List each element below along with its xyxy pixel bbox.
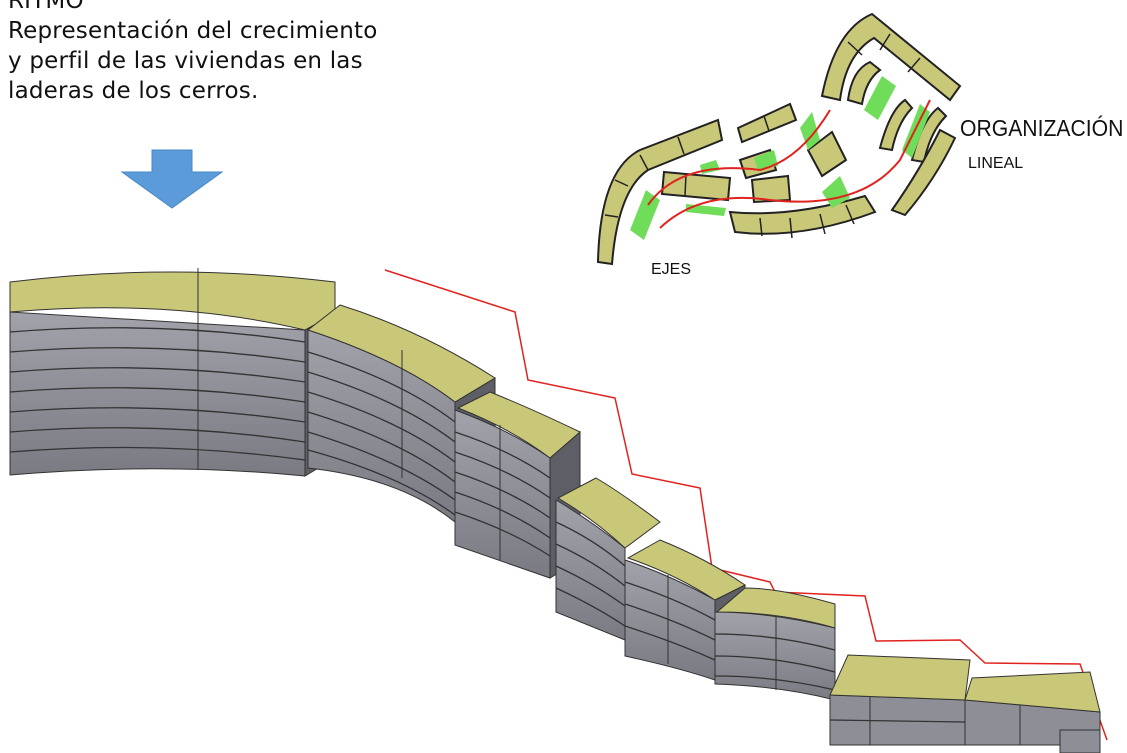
housing-blocks xyxy=(9,268,1101,753)
heading-line-2: Representación del crecimiento xyxy=(8,18,378,44)
plan-diagram xyxy=(596,12,962,266)
housing-block-7 xyxy=(829,654,971,746)
housing-block-1 xyxy=(9,268,336,477)
housing-block-3 xyxy=(454,391,581,579)
label-ejes: EJES xyxy=(651,261,692,278)
profile-line xyxy=(384,269,1108,741)
housing-block-6 xyxy=(714,587,836,701)
label-organizacion: ORGANIZACIÓN xyxy=(960,115,1124,141)
down-arrow-icon xyxy=(120,149,224,209)
housing-block-8 xyxy=(964,671,1101,753)
heading-line-3: y perfil de las viviendas en las xyxy=(8,48,363,74)
label-lineal: LINEAL xyxy=(968,155,1024,172)
heading-text: RITMO Representación del crecimiento y p… xyxy=(8,0,478,106)
housing-block-4 xyxy=(555,477,661,641)
heading-line-4: laderas de los cerros. xyxy=(8,78,259,104)
heading-line-ritmo: RITMO xyxy=(8,0,84,14)
